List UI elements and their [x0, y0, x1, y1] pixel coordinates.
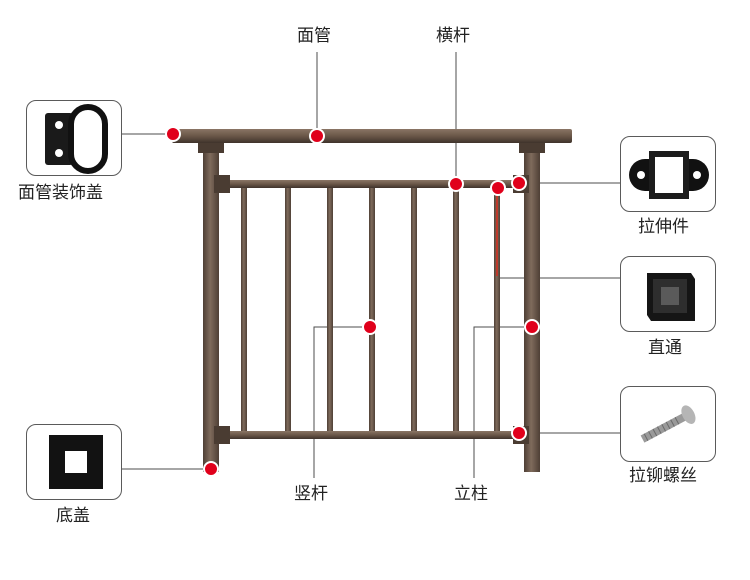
- marker-crossbar: [448, 176, 464, 192]
- post-cap-left: [198, 143, 224, 153]
- base-cover-thumbnail: [26, 424, 122, 500]
- post-right: [524, 152, 540, 472]
- markers: [165, 126, 540, 477]
- post-left: [203, 152, 219, 472]
- baluster: [241, 188, 247, 431]
- marker-handrail-cover: [165, 126, 181, 142]
- marker-baluster: [362, 319, 378, 335]
- baluster: [411, 188, 417, 431]
- marker-rivet-screw: [511, 425, 527, 441]
- handrail-label: 面管: [297, 26, 331, 46]
- baluster: [369, 188, 375, 431]
- tension-fitting-label: 拉伸件: [638, 217, 689, 237]
- crossbar-label: 横杆: [436, 26, 470, 46]
- post-label: 立柱: [454, 484, 488, 504]
- bottom-crossbar: [219, 431, 524, 439]
- post-cap-right: [519, 143, 545, 153]
- rivet-screw-label: 拉铆螺丝: [629, 466, 697, 486]
- straight-connector-thumbnail: [620, 256, 716, 332]
- hole-icon: [55, 149, 63, 157]
- handrail-cover-label: 面管装饰盖: [18, 183, 103, 203]
- handrail-bar: [172, 129, 572, 143]
- marker-tension-fitting: [511, 175, 527, 191]
- baluster: [453, 188, 459, 431]
- baluster-label: 竖杆: [294, 484, 328, 504]
- straight-connector-label: 直通: [648, 338, 682, 358]
- baluster: [285, 188, 291, 431]
- baluster: [327, 188, 333, 431]
- hole-icon: [55, 121, 63, 129]
- rivet-screw-thumbnail: [620, 386, 716, 462]
- inner-post-stripe: [496, 190, 498, 276]
- top-crossbar: [219, 180, 524, 188]
- marker-handrail: [309, 128, 325, 144]
- leader-post: [473, 326, 532, 478]
- marker-base-cover: [203, 461, 219, 477]
- tension-fitting-thumbnail: [620, 136, 716, 212]
- inner-post: [494, 188, 500, 431]
- leader-baluster: [313, 326, 370, 478]
- handrail-cover-thumbnail: [26, 100, 122, 176]
- base-cover-label: 底盖: [56, 506, 90, 526]
- marker-inner-post: [490, 180, 506, 196]
- marker-post: [524, 319, 540, 335]
- balusters: [241, 188, 459, 431]
